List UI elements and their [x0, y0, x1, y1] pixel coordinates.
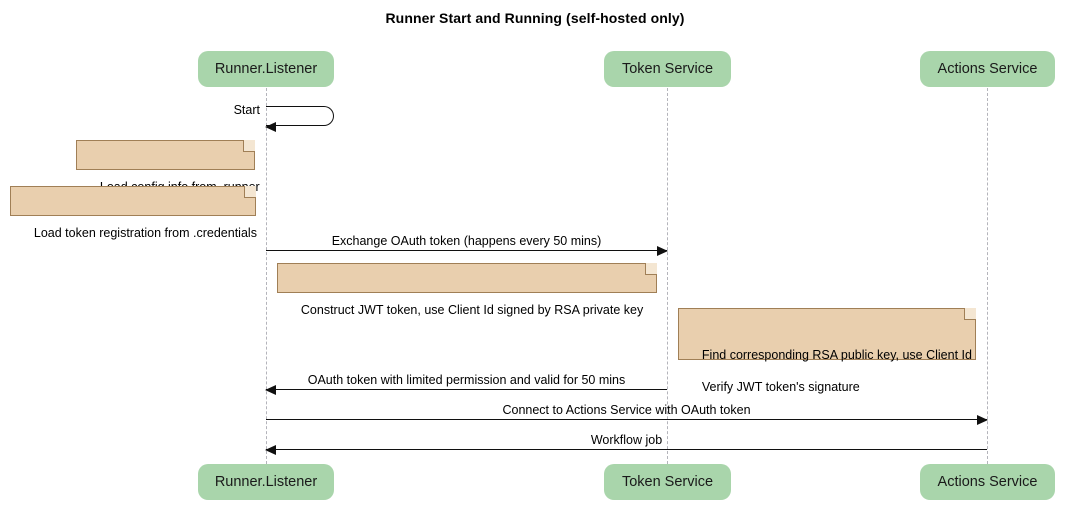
note-fold-corner-icon: [964, 308, 976, 320]
message-label-start: Start: [233, 103, 260, 117]
note-fold-corner-icon: [243, 140, 255, 152]
message-connect-actions-service[interactable]: [266, 415, 988, 425]
note-text-line-2: Verify JWT token's signature: [701, 380, 860, 394]
participant-actions-service-bottom[interactable]: Actions Service: [920, 464, 1055, 500]
arrowhead-right-icon: [977, 415, 988, 425]
arrowhead-left-icon: [265, 445, 276, 455]
note-fold-corner-icon: [645, 263, 657, 275]
note-verify-jwt-signature: Find corresponding RSA public key, use C…: [678, 308, 976, 394]
lifeline-token-service: [667, 88, 668, 464]
message-oauth-token-return[interactable]: [265, 385, 667, 395]
participant-label: Actions Service: [937, 474, 1038, 490]
message-exchange-oauth-token[interactable]: [266, 246, 668, 256]
page-title: Runner Start and Running (self-hosted on…: [385, 10, 685, 26]
participant-label: Actions Service: [937, 61, 1038, 77]
message-label-connect-actions-service: Connect to Actions Service with OAuth to…: [502, 403, 751, 417]
note-text: Load token registration from .credential…: [33, 226, 257, 240]
message-workflow-job[interactable]: [265, 445, 987, 455]
lifeline-runner-listener: [266, 88, 267, 464]
message-label-workflow-job: Workflow job: [590, 433, 663, 447]
note-load-config: Load config info from .runner: [76, 140, 260, 194]
participant-runner-listener-top[interactable]: Runner.Listener: [198, 51, 334, 87]
participant-token-service-top[interactable]: Token Service: [604, 51, 731, 87]
note-load-token-registration: Load token registration from .credential…: [10, 186, 257, 240]
participant-label: Token Service: [621, 61, 714, 77]
message-label-exchange-oauth-token: Exchange OAuth token (happens every 50 m…: [331, 234, 602, 248]
participant-actions-service-top[interactable]: Actions Service: [920, 51, 1055, 87]
message-label-oauth-token-return: OAuth token with limited permission and …: [307, 373, 626, 387]
note-text-line-1: Find corresponding RSA public key, use C…: [701, 348, 972, 362]
participant-runner-listener-bottom[interactable]: Runner.Listener: [198, 464, 334, 500]
participant-label: Runner.Listener: [214, 474, 318, 490]
participant-label: Runner.Listener: [214, 61, 318, 77]
participant-label: Token Service: [621, 474, 714, 490]
participant-token-service-bottom[interactable]: Token Service: [604, 464, 731, 500]
arrowhead-left-icon: [265, 385, 276, 395]
note-construct-jwt-token: Construct JWT token, use Client Id signe…: [277, 263, 657, 317]
lifeline-actions-service: [987, 88, 988, 464]
message-start-self-loop[interactable]: [265, 106, 334, 132]
arrowhead-right-icon: [657, 246, 668, 256]
note-fold-corner-icon: [244, 186, 256, 198]
arrowhead-left-icon: [265, 121, 276, 132]
note-text: Construct JWT token, use Client Id signe…: [300, 303, 644, 317]
